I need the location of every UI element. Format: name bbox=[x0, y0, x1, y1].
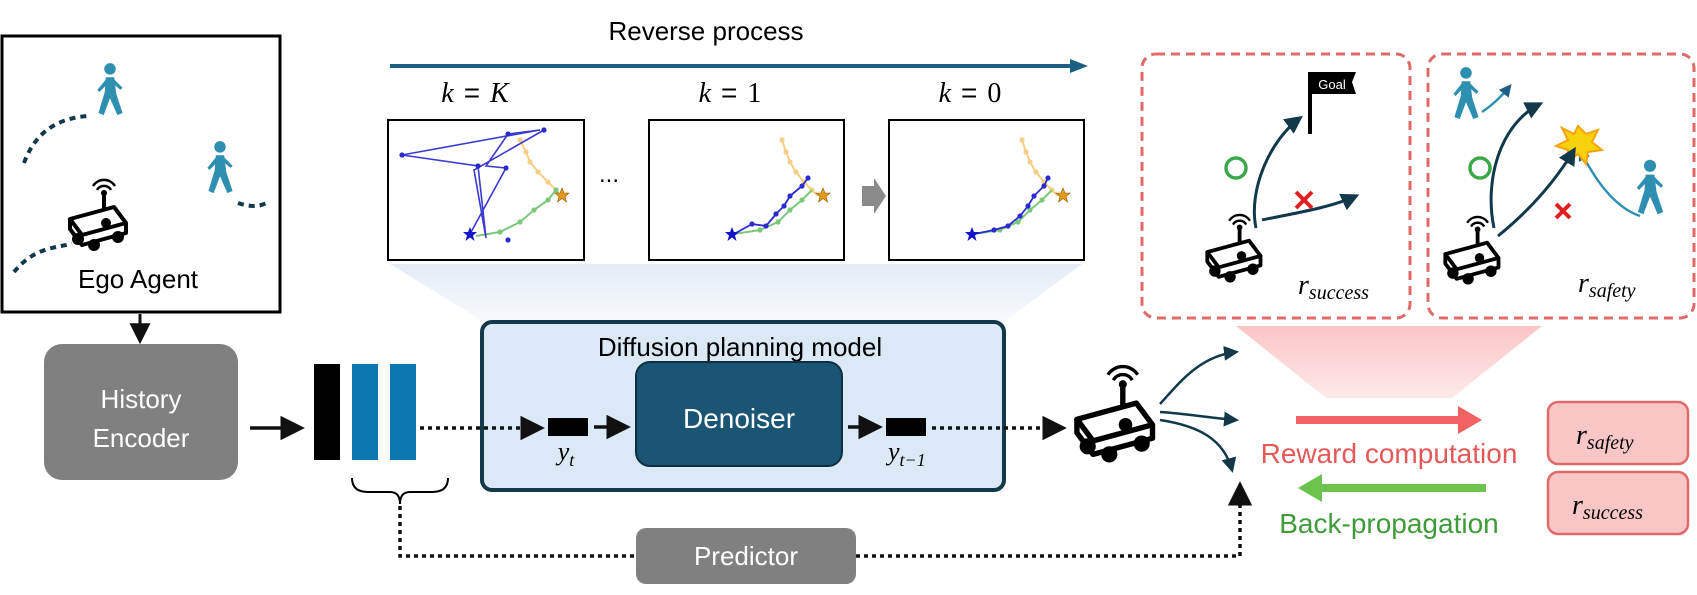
diffusion-planning-model: Diffusion planning model yt Denoiser yt−… bbox=[480, 320, 1006, 492]
latent-tokens bbox=[314, 364, 449, 505]
trajectory-panel-k-K bbox=[387, 119, 585, 261]
r-safety-label: rsafety bbox=[1578, 268, 1636, 302]
token-blue-1 bbox=[352, 364, 378, 460]
token-black bbox=[314, 364, 340, 460]
history-trajectory-1 bbox=[22, 114, 89, 164]
diffusion-title: Diffusion planning model bbox=[598, 332, 882, 362]
history-encoder-line2: Encoder bbox=[93, 423, 190, 453]
history-trajectory-2 bbox=[12, 242, 73, 274]
yt1-token bbox=[886, 418, 926, 436]
reverse-process-header: Reverse process k=K k=1 k=0 bbox=[390, 16, 1088, 109]
reward-fan bbox=[1236, 326, 1542, 398]
reward-computation-label: Reward computation bbox=[1261, 438, 1518, 469]
planned-robot bbox=[1077, 345, 1239, 473]
ellipsis: ... bbox=[599, 161, 619, 188]
k-label-1: k=1 bbox=[699, 77, 762, 109]
robot-car-icon bbox=[1077, 367, 1153, 463]
check-circle-icon bbox=[1224, 156, 1248, 180]
reverse-process-arrowhead bbox=[1070, 59, 1088, 73]
history-trajectory-3 bbox=[237, 200, 270, 208]
safety-reward-panel: rsafety bbox=[1426, 52, 1696, 320]
k-label-0: k=0 bbox=[939, 77, 1002, 109]
goal-flag-label: Goal bbox=[1318, 77, 1346, 92]
refinement-arrow bbox=[862, 178, 886, 214]
back-propagation: Back-propagation bbox=[1279, 474, 1499, 539]
k-label-K: k=K bbox=[441, 77, 510, 109]
svg-text:rsuccess: rsuccess bbox=[1572, 490, 1643, 524]
yt-label: yt bbox=[555, 437, 576, 470]
cross-icon bbox=[1294, 190, 1314, 210]
success-reward-panel: Goal rsuccess bbox=[1140, 52, 1412, 320]
denoiser-box bbox=[635, 361, 843, 467]
history-encoder-line1: History bbox=[101, 384, 182, 414]
token-blue-2 bbox=[390, 364, 416, 460]
diffusion-fan bbox=[390, 264, 1082, 322]
token-brace bbox=[351, 477, 449, 505]
history-encoder-box: History Encoder bbox=[44, 344, 238, 480]
trajectory-panel-k-0 bbox=[888, 119, 1085, 261]
denoiser-label: Denoiser bbox=[683, 403, 795, 434]
yt1-label: yt−1 bbox=[885, 437, 926, 470]
ego-agent-panel: Ego Agent bbox=[0, 34, 282, 314]
predictor-label: Predictor bbox=[694, 541, 798, 571]
goal-flag-icon: Goal bbox=[1308, 72, 1356, 134]
predictor-path bbox=[398, 481, 1253, 558]
trajectory-panel-k-1 bbox=[648, 119, 845, 261]
predictor-box: Predictor bbox=[636, 528, 856, 584]
back-propagation-label: Back-propagation bbox=[1279, 508, 1498, 539]
reverse-process-label: Reverse process bbox=[608, 16, 803, 46]
r-success-label: rsuccess bbox=[1298, 270, 1369, 304]
svg-text:rsafety: rsafety bbox=[1576, 420, 1634, 454]
collision-burst-icon bbox=[1553, 124, 1605, 167]
check-circle-icon bbox=[1468, 156, 1492, 180]
yt-token bbox=[548, 418, 588, 436]
ego-agent-label: Ego Agent bbox=[78, 264, 199, 294]
cross-icon bbox=[1554, 202, 1572, 220]
reward-computation: Reward computation bbox=[1261, 406, 1518, 469]
r-safety-box: rsafety bbox=[1546, 400, 1690, 466]
r-success-box: rsuccess bbox=[1546, 470, 1690, 536]
